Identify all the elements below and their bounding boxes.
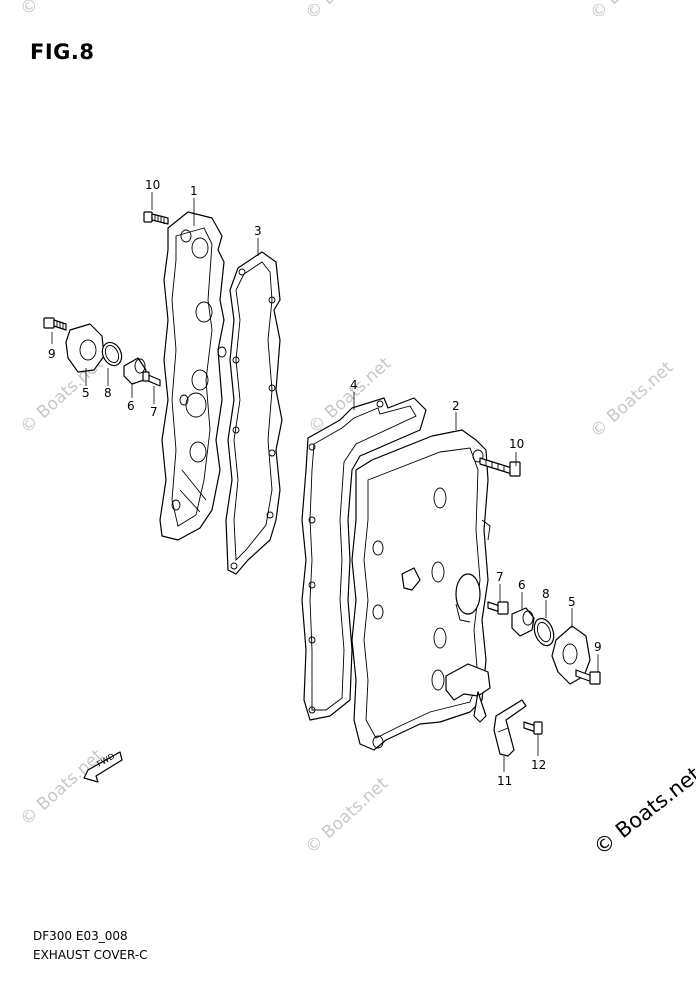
bolt-part-7-right	[487, 601, 509, 615]
diagram-code: DF300 E03_008	[33, 929, 128, 943]
callout-7: 7	[150, 405, 158, 419]
bolt-part-10-left	[143, 211, 169, 225]
figure-title: FIG.8	[30, 40, 95, 64]
bolt-part-7-left	[142, 371, 161, 387]
bolt-part-9-left	[43, 317, 67, 331]
exhaust-cover-part-2	[351, 429, 491, 751]
o-ring-part-8-left	[101, 341, 123, 367]
collar-part-6-right	[511, 607, 535, 637]
callout-1: 1	[190, 184, 198, 198]
callout-numbers: 10 1 3 9 5 8 6 7 4 2 10 7 6 8 5 9 11 12	[48, 178, 602, 788]
o-ring-part-8-right	[533, 617, 555, 647]
callout-6: 6	[127, 399, 135, 413]
fwd-arrow-icon: FWD	[83, 751, 123, 783]
callout-5: 5	[568, 595, 576, 609]
callout-2: 2	[452, 399, 460, 413]
callout-8: 8	[104, 386, 112, 400]
callout-6: 6	[518, 578, 526, 592]
bracket-part-11	[493, 699, 527, 757]
callout-3: 3	[254, 224, 262, 238]
leader-lines	[51, 192, 599, 772]
exhaust-cover-part-1	[159, 211, 227, 541]
gasket-part-3	[225, 251, 283, 575]
diagram-name: EXHAUST COVER-C	[33, 948, 148, 962]
callout-8: 8	[542, 587, 550, 601]
bolt-part-10-right	[479, 457, 521, 477]
callout-7: 7	[496, 570, 504, 584]
callout-9: 9	[594, 640, 602, 654]
callout-10: 10	[509, 437, 524, 451]
callout-11: 11	[497, 774, 512, 788]
callout-4: 4	[350, 378, 358, 392]
bolt-part-12	[523, 721, 543, 735]
bolt-part-9-right	[575, 669, 601, 685]
callout-9: 9	[48, 347, 56, 361]
cover-plate-part-5-left	[65, 323, 105, 373]
gasket-part-4	[301, 397, 427, 721]
callout-10: 10	[145, 178, 160, 192]
callout-5: 5	[82, 386, 90, 400]
callout-12: 12	[531, 758, 546, 772]
